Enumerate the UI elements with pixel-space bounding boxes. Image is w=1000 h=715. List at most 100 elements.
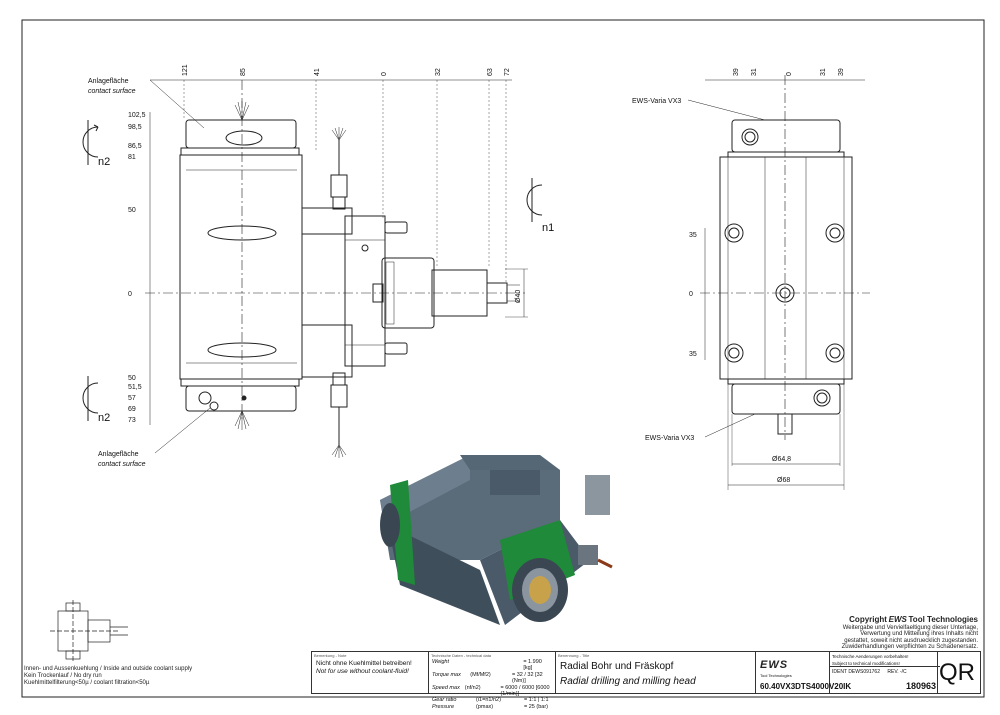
rotation-symbol-right	[526, 178, 543, 222]
company-logo: EWS	[760, 659, 789, 671]
varia-label-top: EWS-Varia VX3	[632, 98, 681, 105]
rotation-label-bottom: n2	[98, 412, 110, 424]
tech-value: = 25 (bar)	[524, 703, 548, 710]
front-top-dim: 72	[504, 68, 511, 76]
remark-header: Bemerkung - Note	[314, 653, 347, 658]
change-note-de: Technische Aenderungen vorbehalten!	[832, 654, 909, 659]
side-left-dim: 0	[689, 291, 693, 298]
title-de: Radial Bohr und Fräskopf	[560, 661, 674, 672]
front-left-dim: 73	[128, 417, 136, 424]
tech-unit: (i1=n1/n2)	[476, 697, 501, 704]
isometric-render	[380, 455, 613, 625]
front-left-dim: 69	[128, 406, 136, 413]
contact-label-bottom-en: contact surface	[98, 461, 146, 468]
front-top-dim: 0	[381, 72, 388, 76]
side-view	[687, 75, 870, 490]
tech-label: Torque max	[432, 671, 461, 678]
front-top-dim: 63	[487, 68, 494, 76]
tech-label: Speed max	[432, 684, 460, 691]
tech-value: = 6000 / 6000 [6000 (1/min)]	[500, 684, 550, 698]
front-left-dim: 81	[128, 154, 136, 161]
front-diameter-label: Ø40	[515, 290, 522, 303]
side-left-dim: 35	[689, 232, 697, 239]
side-top-dimensions: 39 31 0 31 39	[733, 68, 845, 76]
front-left-dim: 86,5	[128, 143, 142, 150]
front-top-dim: 85	[240, 68, 247, 76]
title-header: Benennung - Title	[558, 653, 590, 658]
tech-unit: (nf/n2)	[464, 684, 481, 691]
tech-row: Weight = 1.990 [kg]	[429, 659, 555, 672]
tech-label: Gear ratio	[432, 697, 457, 704]
company-cell: EWS Tool Technologies 60.40VX3DTS4000V20…	[756, 652, 851, 693]
side-top-dim: 31	[751, 68, 758, 76]
rev-label: REV.	[887, 669, 899, 675]
coolant-note-line1: Innen- und Aussenkuehlung / Inside and o…	[24, 666, 193, 672]
remark-en: Not for use without coolant-fluid!	[316, 668, 409, 675]
ident-value: DEWS091762	[848, 669, 880, 675]
rotation-symbol-bottom	[82, 376, 99, 421]
side-top-dim: 31	[820, 68, 827, 76]
front-left-dim: 50	[128, 375, 136, 382]
company-sub: Tool Technologies	[760, 673, 792, 678]
title-en: Radial drilling and milling head	[560, 676, 696, 687]
tech-row: Speed max (nf/n2) = 6000 / 6000 [6000 (1/m…	[429, 685, 555, 698]
copyright-prefix: Copyright	[849, 615, 887, 624]
title-block: Bemerkung - Note Nicht ohne Kuehlmittel …	[311, 651, 981, 710]
copyright-block: Copyright EWS Tool Technologies Weiterga…	[838, 615, 978, 651]
front-left-dim: 51,5	[128, 384, 142, 391]
rotation-symbol-top	[82, 120, 99, 165]
tech-row: Torque max (Mf/Mf2) = 32 / 32 [32 (Nm)]	[429, 672, 555, 685]
copyright-text: Weitergabe und Vervielfaeltigung dieser …	[841, 624, 978, 651]
contact-label-bottom-de: Anlagefläche	[98, 451, 139, 458]
coolant-schematic	[50, 600, 128, 662]
change-cell: Technische Aenderungen vorbehalten! Subj…	[830, 652, 940, 693]
front-left-dim: 98,5	[128, 124, 142, 131]
tech-label: Pressure	[432, 703, 455, 710]
change-note-en: Subject to technical modifications!	[832, 661, 900, 666]
tech-unit: (Mf/Mf2)	[470, 671, 491, 678]
side-diameter-2: Ø68	[777, 477, 790, 484]
front-top-dimensions: 121 85 41 0 32 63 72	[182, 64, 511, 76]
tech-row: Gear ratio (i1=n1/n2) = 1:1 | 1:1	[429, 697, 555, 703]
rotation-label-top: n2	[98, 156, 110, 168]
side-left-dimensions: 35 0 35	[689, 232, 697, 358]
sheet-border	[21, 19, 985, 698]
part-number: 60.40VX3DTS4000V20IK	[760, 682, 852, 691]
tech-value: = 32 / 32 [32 (Nm)]	[511, 671, 543, 685]
tech-value: = 1:1 | 1:1	[524, 697, 549, 704]
front-left-dim: 0	[128, 291, 132, 298]
tech-unit	[476, 659, 524, 672]
side-top-dim: 0	[786, 72, 793, 76]
side-top-dim: 39	[838, 68, 845, 76]
tech-header: Technische Daten - technical data	[431, 653, 492, 658]
front-view	[145, 79, 528, 458]
copyright-brand: EWS	[888, 615, 907, 624]
tech-value: = 1.990 [kg]	[523, 659, 542, 672]
front-top-dim: 121	[182, 64, 189, 76]
coolant-note: Innen- und Aussenkuehlung / Inside and o…	[24, 666, 192, 687]
rotation-label-right: n1	[542, 222, 554, 234]
contact-label-top-de: Anlagefläche	[88, 78, 129, 85]
side-left-dim: 35	[689, 351, 697, 358]
tech-data-cell: Technische Daten - technical data Weight…	[429, 652, 556, 710]
front-top-dim: 32	[435, 68, 442, 76]
remark-cell: Bemerkung - Note Nicht ohne Kuehlmittel …	[312, 652, 429, 693]
rev-value: -/C	[900, 669, 907, 675]
remark-de: Nicht ohne Kuehlmittel betreiben!	[316, 660, 412, 667]
coolant-note-line3: Kuehlmittelfilterung<50µ / coolant filtr…	[24, 680, 150, 686]
ident-label: IDENT	[832, 669, 847, 675]
front-left-dim: 50	[128, 207, 136, 214]
contact-label-top-en: contact surface	[88, 88, 136, 95]
varia-label-bottom: EWS-Varia VX3	[645, 435, 694, 442]
copyright-suffix: Tool Technologies	[908, 615, 978, 624]
tech-row: Pressure(pmax)= 25 (bar)	[429, 704, 555, 710]
qr-code-label[interactable]: QR	[937, 652, 976, 693]
coolant-note-line2: Kein Trockenlauf / No dry run	[24, 673, 102, 679]
side-top-dim: 39	[733, 68, 740, 76]
tech-label: Weight	[432, 659, 450, 665]
front-top-dim: 41	[314, 68, 321, 76]
title-cell: Benennung - Title Radial Bohr und Fräsko…	[556, 652, 756, 693]
side-diameter-1: Ø64,8	[772, 456, 791, 463]
